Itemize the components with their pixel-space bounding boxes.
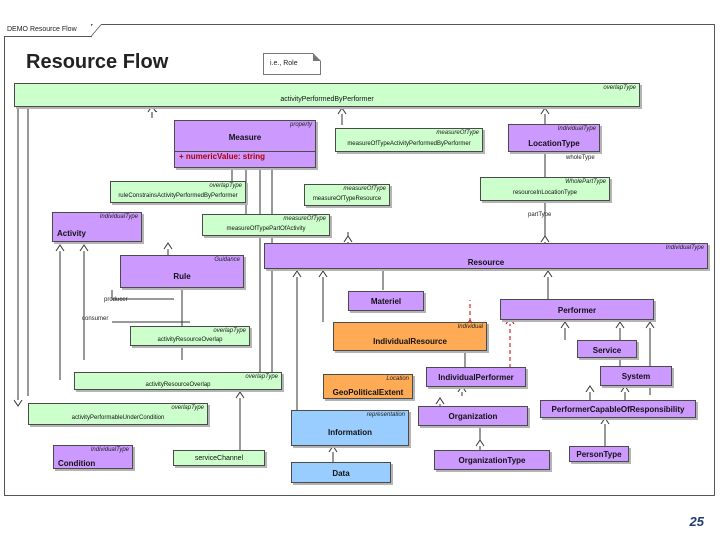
measure-of-type-resource-box: measureOfType measureOfTypeResource — [304, 184, 390, 206]
stereotype: IndividualType — [99, 214, 138, 220]
page-title: Resource Flow — [26, 51, 169, 73]
stereotype: IndividualType — [665, 245, 704, 251]
performer-box: Performer — [500, 299, 654, 320]
box-name: Measure — [228, 133, 262, 142]
person-type-box: PersonType — [569, 446, 629, 462]
box-name: activityResourceOverlap — [157, 337, 223, 343]
rule-constrains-overlap-box: overlapType ruleConstrainsActivityPerfor… — [110, 181, 246, 203]
box-name: PersonType — [576, 450, 622, 459]
information-box: representation Information — [291, 410, 409, 446]
resource-in-location-type-box: WholePartType resourceInLocationType — [480, 177, 610, 201]
box-name: IndividualResource — [373, 337, 447, 346]
stereotype: IndividualType — [557, 126, 596, 132]
stereotype: overlapType — [213, 328, 246, 334]
box-name: measureOfTypeResource — [312, 196, 382, 202]
system-box: System — [600, 366, 672, 386]
box-name: measureOfTypePartOfActivity — [226, 226, 306, 232]
data-box: Data — [291, 462, 391, 483]
box-name: Activity — [57, 229, 86, 238]
box-name: PerformerCapableOfResponsibility — [551, 405, 685, 414]
stereotype: overlapType — [603, 85, 636, 91]
box-name: GeoPoliticalExtent — [332, 388, 404, 397]
whole-type-label: wholeType — [566, 155, 595, 161]
box-name: Performer — [557, 306, 597, 315]
stereotype: WholePartType — [565, 179, 606, 185]
box-name: System — [621, 372, 651, 381]
box-name: Organization — [448, 412, 498, 421]
box-name: activityPerformedByPerformer — [280, 96, 374, 103]
activity-performed-by-performer-box: overlapType activityPerformedByPerformer — [14, 83, 640, 107]
stereotype: overlapType — [171, 405, 204, 411]
box-name: measureOfTypeActivityPerformedByPerforme… — [347, 141, 471, 147]
individual-performer-box: IndividualPerformer — [426, 367, 526, 387]
box-name: LocationType — [528, 139, 580, 148]
diagram-tab: DEMO Resource Flow — [4, 24, 92, 37]
stereotype: IndividualType — [90, 447, 129, 453]
stereotype: overlapType — [209, 183, 242, 189]
measure-box: property Measure + numericValue: string — [174, 120, 316, 168]
box-name: resourceInLocationType — [512, 190, 578, 196]
condition-box: IndividualType Condition — [53, 445, 133, 469]
location-type-box: IndividualType LocationType — [508, 124, 600, 152]
measure-of-type-activity-box: measureOfType measureOfTypeActivityPerfo… — [335, 128, 483, 152]
individual-resource-box: Individual IndividualResource — [333, 322, 487, 351]
box-name: activityResourceOverlap — [145, 382, 211, 388]
part-type-label: partType — [528, 212, 552, 218]
box-name: Rule — [173, 272, 191, 281]
box-name: Service — [592, 346, 622, 355]
organization-type-box: OrganizationType — [434, 450, 550, 470]
stereotype: overlapType — [245, 374, 278, 380]
box-name: Materiel — [370, 297, 402, 306]
stereotype: measureOfType — [283, 216, 326, 222]
activity-box: IndividualType Activity — [52, 212, 142, 242]
box-name: serviceChannel — [194, 455, 244, 462]
materiel-box: Materiel — [348, 291, 424, 311]
page-number: 25 — [689, 514, 704, 529]
box-name: Condition — [58, 459, 96, 468]
activity-resource-overlap-bottom-box: overlapType activityResourceOverlap — [74, 372, 282, 390]
stereotype: property — [289, 122, 312, 128]
stereotype: representation — [366, 412, 405, 418]
box-name: ruleConstrainsActivityPerformedByPerform… — [118, 193, 238, 199]
stereotype: measureOfType — [436, 130, 479, 136]
box-name: Data — [332, 469, 350, 478]
resource-box: IndividualType Resource — [264, 243, 708, 269]
geopolitical-extent-box: Location GeoPoliticalExtent — [323, 374, 413, 399]
box-name: activityPerformableUnderCondition — [71, 415, 165, 421]
performer-capable-of-responsibility-box: PerformerCapableOfResponsibility — [540, 400, 696, 418]
box-name: IndividualPerformer — [438, 373, 514, 382]
stereotype: Guidance — [214, 257, 240, 263]
consumer-label: consumer — [82, 316, 109, 322]
measure-of-type-part-box: measureOfType measureOfTypePartOfActivit… — [202, 214, 330, 236]
stereotype: measureOfType — [343, 186, 386, 192]
role-note: i.e., Role — [263, 53, 321, 75]
activity-resource-overlap-box: overlapType activityResourceOverlap — [130, 326, 250, 346]
organization-box: Organization — [418, 406, 528, 426]
box-name: Resource — [467, 258, 505, 267]
service-box: Service — [577, 340, 637, 358]
box-name: OrganizationType — [458, 456, 526, 465]
stereotype: Individual — [457, 324, 483, 330]
box-name: Information — [328, 428, 372, 437]
service-channel-box: serviceChannel — [173, 450, 265, 466]
numeric-value-attribute: + numericValue: string — [175, 151, 315, 162]
producer-label: producer — [104, 297, 128, 303]
stereotype: Location — [386, 376, 409, 382]
rule-box: Guidance Rule — [120, 255, 244, 288]
activity-performable-under-condition-box: overlapType activityPerformableUnderCond… — [28, 403, 208, 425]
